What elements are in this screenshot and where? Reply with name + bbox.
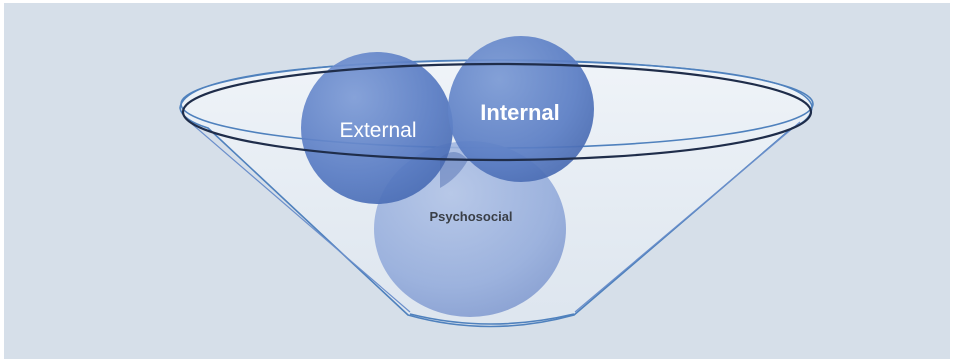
funnel-right-edge [574,121,801,313]
label-external: External [339,119,416,142]
funnel-left-edge [191,123,411,313]
label-internal: Internal [480,100,559,125]
circle-internal [448,36,594,182]
label-psychosocial: Psychosocial [429,209,512,224]
funnel-bottom-edge [409,313,575,325]
funnel-inner-rim [181,62,813,162]
circle-overlap-shade [440,151,468,188]
circle-external [301,52,453,204]
